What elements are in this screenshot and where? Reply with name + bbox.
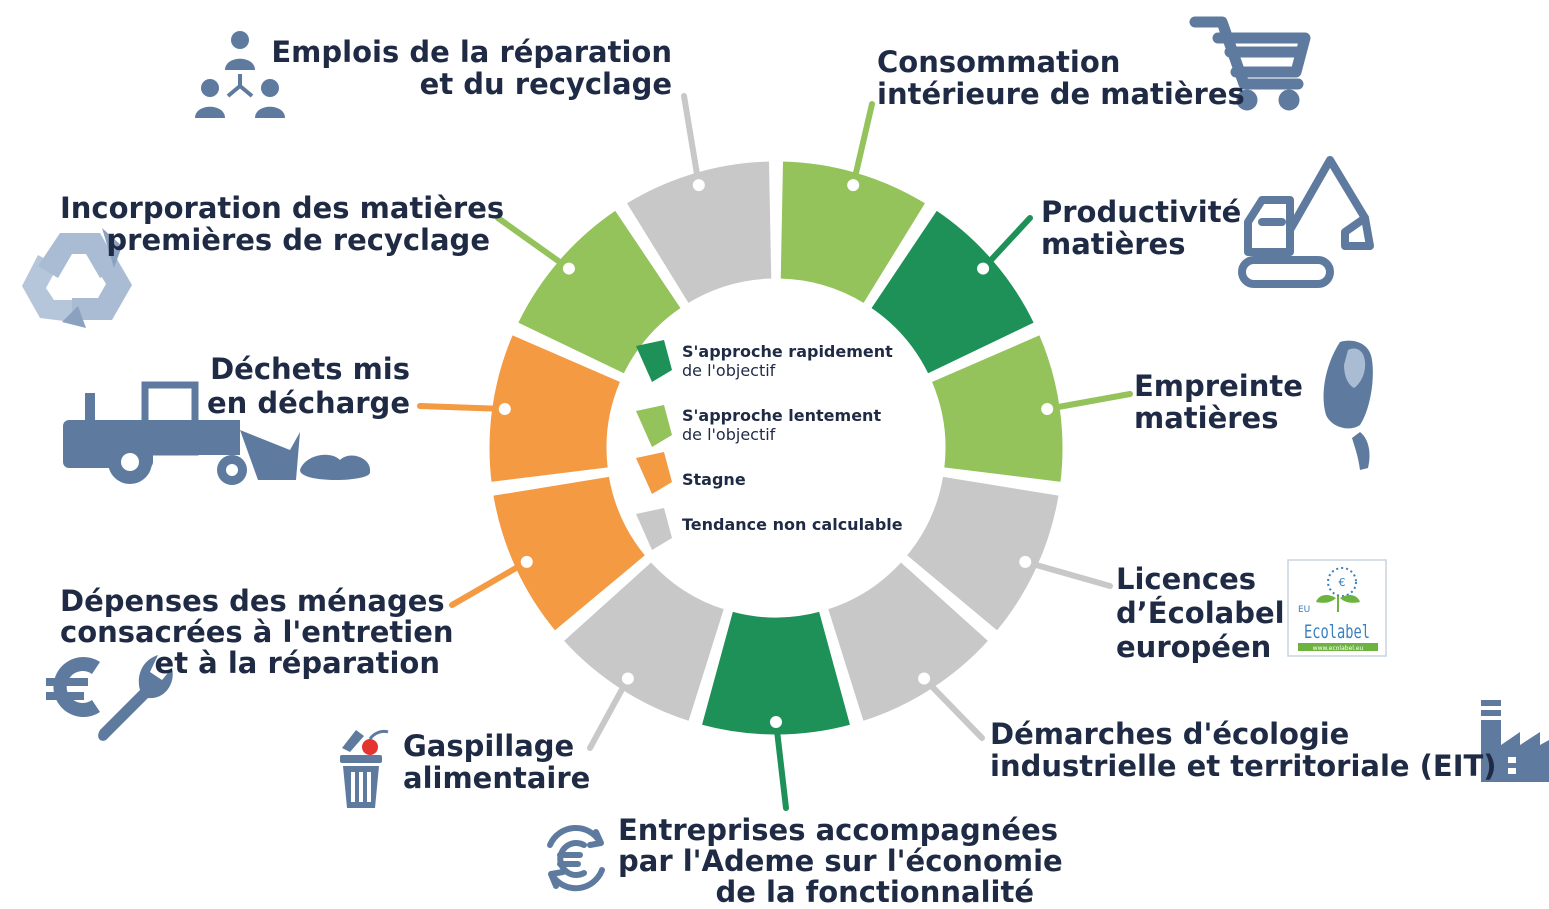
ring-segment-productivite (867, 206, 1038, 378)
connector-conso (850, 101, 875, 189)
label-productivite: Productivité matières (1041, 195, 1242, 261)
indicator-ring (486, 158, 1066, 738)
connector-productivite (980, 215, 1033, 272)
ring-segment-emplois (622, 158, 775, 308)
connector-decharge (417, 403, 508, 413)
ring-segment-empreinte (928, 331, 1066, 486)
ring-segment-ecolabel (902, 473, 1062, 635)
legend-swatch-nc (636, 508, 672, 550)
connector-eit (921, 675, 985, 741)
ecolabel-wordmark: Ecolabel (1304, 621, 1370, 643)
connector-dot-ecolabel (1015, 551, 1036, 572)
legend-swatch-stagne (636, 452, 672, 494)
connector-dot-incorporation (558, 258, 579, 279)
connector-dot-gaspillage (617, 668, 638, 689)
legend-swatch-lente (636, 405, 672, 447)
label-ecolabel: Licences d’Écolabel européen (1116, 562, 1285, 664)
ring-segment-ademe (698, 608, 854, 738)
ring-segment-conso (777, 158, 930, 308)
label-ademe: Entreprises accompagnées par l'Ademe sur… (618, 813, 1063, 909)
label-emplois: Emplois de la réparation et du recyclage (271, 35, 672, 101)
euro-cycle-icon (547, 825, 605, 892)
footprint-icon (1323, 340, 1373, 470)
label-empreinte: Empreinte matières (1134, 369, 1303, 435)
ring-segment-eit (824, 558, 993, 725)
ring-segment-depenses (490, 473, 650, 635)
people-network-icon (195, 31, 285, 118)
connector-dot-eit (914, 668, 935, 689)
connector-incorporation (495, 215, 572, 272)
connector-dot-emplois (688, 175, 709, 196)
legend-swatch-rapide (636, 340, 672, 382)
connector-dot-productivite (973, 258, 994, 279)
ecolabel-logo: € EU Ecolabel www.ecolabel.eu (1287, 559, 1387, 657)
legend-swatches (636, 340, 672, 550)
label-decharge: Déchets mis en décharge (207, 352, 410, 420)
legend-lente-line2: de l'objectif (682, 425, 776, 444)
connector-empreinte (1044, 391, 1133, 413)
label-gaspillage: Gaspillage alimentaire (403, 729, 591, 795)
legend-nc-label: Tendance non calculable (682, 515, 903, 534)
label-eit: Démarches d'écologie industrielle et ter… (990, 717, 1497, 783)
connector-dot-empreinte (1037, 399, 1058, 420)
label-connectors (417, 93, 1133, 811)
connector-depenses (449, 558, 530, 608)
ecolabel-url: www.ecolabel.eu (1313, 645, 1364, 652)
ring-segment-incorporation (514, 206, 685, 378)
connector-emplois (681, 93, 702, 189)
ring-segment-decharge (486, 331, 624, 486)
ring-segment-gaspillage (559, 558, 728, 725)
connector-ecolabel (1022, 558, 1113, 589)
connector-ademe (773, 719, 789, 811)
recycle-icon (22, 228, 132, 328)
legend-rapide-line1: S'approche rapidement (682, 342, 893, 361)
label-incorporation: Incorporation des matières premières de … (60, 191, 505, 257)
ecolabel-eu: EU (1298, 605, 1310, 615)
legend-lente-line1: S'approche lentement (682, 406, 882, 425)
factory-icon (1481, 700, 1549, 782)
connector-gaspillage (587, 675, 631, 751)
euro-wrench-icon (46, 655, 173, 741)
excavator-icon (1238, 156, 1374, 288)
shopping-cart-icon (1189, 16, 1311, 111)
connector-dot-depenses (516, 551, 537, 572)
label-conso: Consommation intérieure de matières (877, 45, 1245, 111)
label-depenses: Dépenses des ménages consacrées à l'entr… (60, 584, 454, 680)
connector-dot-ademe (766, 712, 786, 732)
connector-dot-conso (843, 175, 864, 196)
svg-text:€: € (1339, 576, 1346, 589)
legend-rapide-line2: de l'objectif (682, 361, 776, 380)
trash-bin-icon (340, 729, 389, 808)
bulldozer-icon (63, 381, 371, 485)
connector-dot-decharge (494, 399, 515, 420)
legend-stagne-label: Stagne (682, 470, 746, 489)
